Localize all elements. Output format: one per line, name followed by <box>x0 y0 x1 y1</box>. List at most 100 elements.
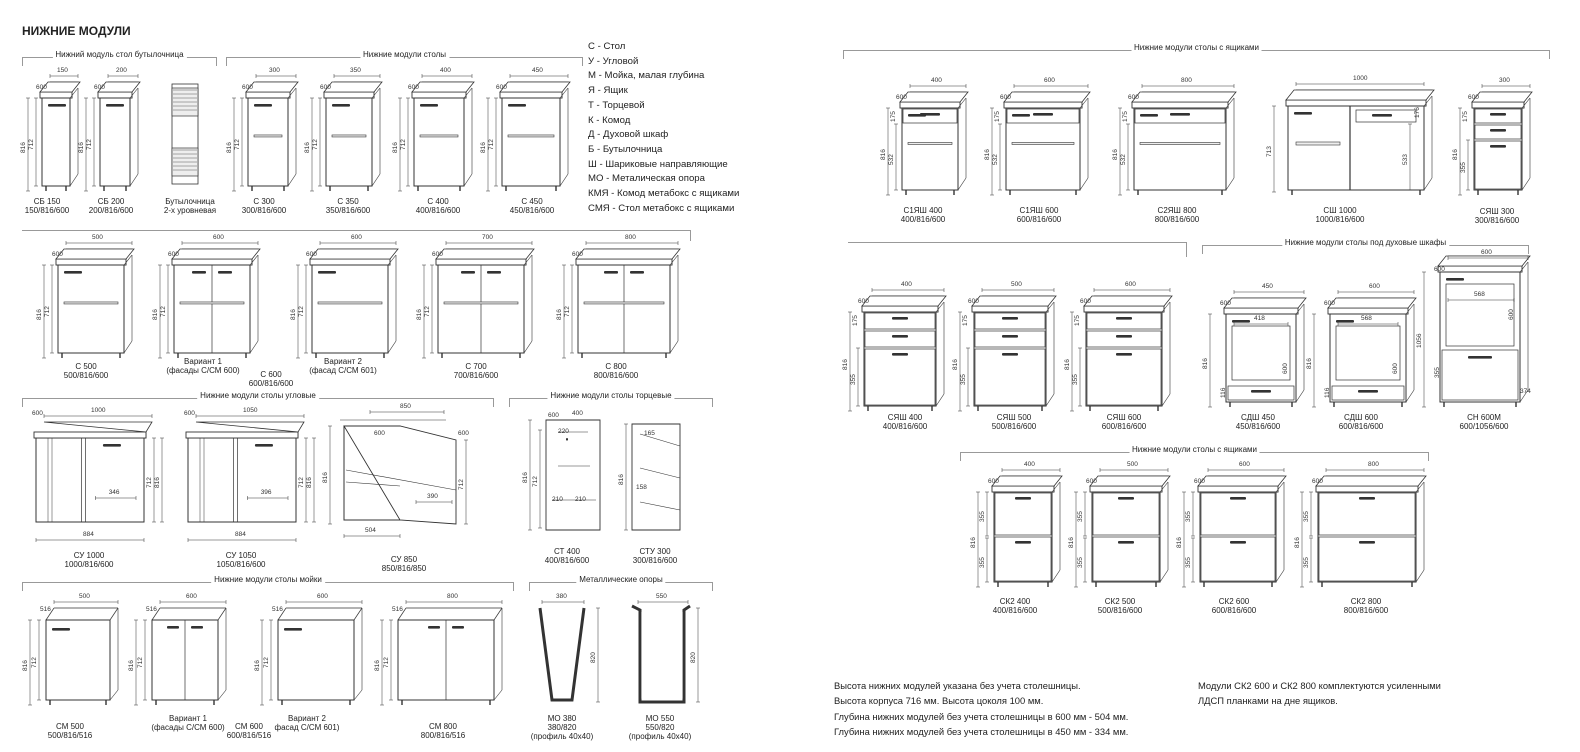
panel <box>247 97 289 187</box>
dimension-label: 175 <box>1462 111 1469 122</box>
panel <box>499 91 563 99</box>
dimension-label: 820 <box>690 652 697 663</box>
handle-icon <box>1230 497 1246 500</box>
dimension-label: 516 <box>146 606 157 613</box>
panel <box>1437 265 1523 273</box>
dimension-label: 355 <box>1434 367 1441 378</box>
panel <box>1133 107 1227 191</box>
panel <box>1231 325 1291 381</box>
handle-icon <box>1033 113 1053 116</box>
dimension-label: 532 <box>888 154 895 165</box>
legend-item: МО - Металическая опора <box>588 173 705 185</box>
panel <box>1474 124 1522 140</box>
dimension-label: 516 <box>392 606 403 613</box>
dimension-label: 500 <box>92 234 103 241</box>
dimension-label: 532 <box>1120 154 1127 165</box>
dimension-label: 600 <box>458 430 469 437</box>
panel <box>99 97 131 187</box>
dimension-label: 712 <box>564 306 571 317</box>
dimension-label: 600 <box>320 84 331 91</box>
handle-icon <box>1002 317 1018 320</box>
panel <box>973 311 1047 407</box>
dimension-label: 210 <box>552 496 563 503</box>
dimension-label: 116 <box>1220 387 1227 398</box>
page-title: НИЖНИЕ МОДУЛИ <box>22 24 131 38</box>
panel <box>1327 307 1409 315</box>
panel <box>309 258 391 266</box>
dimension-label: 600 <box>186 593 197 600</box>
dimension-label: 516 <box>40 606 51 613</box>
dimension-label: 816 <box>880 148 887 160</box>
handle-icon <box>452 626 464 629</box>
dimension-label: 600 <box>306 251 317 258</box>
panel <box>1355 109 1417 123</box>
panel <box>311 264 389 354</box>
line <box>1519 389 1529 403</box>
dimension-label: 712 <box>532 476 539 487</box>
countertop <box>309 248 399 260</box>
countertop <box>39 81 81 93</box>
line <box>249 254 259 266</box>
panel <box>1011 142 1075 145</box>
line <box>397 607 407 621</box>
dimension-label: 600 <box>1000 94 1011 101</box>
dimension-label: 175 <box>852 315 859 326</box>
legend-item: Ш - Шариковые направляющие <box>588 158 728 170</box>
handle-icon <box>420 104 438 107</box>
panel <box>245 91 291 99</box>
line <box>217 689 227 701</box>
countertop <box>1197 475 1287 487</box>
panel <box>253 134 283 138</box>
handle-icon <box>1116 335 1132 338</box>
dimension-label: 800 <box>1368 461 1379 468</box>
legend-item: СМЯ - Стол метабокс с ящиками <box>588 202 735 214</box>
panel <box>1131 101 1229 109</box>
dimension-label: 712 <box>137 657 144 668</box>
countertop <box>323 81 383 93</box>
dimension-label: 355 <box>1303 511 1310 522</box>
line <box>1275 481 1285 493</box>
panel <box>1200 536 1276 582</box>
legend-item: Б - Бутылочница <box>588 143 663 155</box>
line <box>669 254 679 266</box>
divider <box>22 230 691 241</box>
line <box>109 607 119 621</box>
handle-icon <box>1015 541 1031 544</box>
dimension-label: 712 <box>160 306 167 317</box>
panel <box>171 83 199 185</box>
legend-item: С - Стол <box>588 41 626 52</box>
line <box>957 177 967 191</box>
panel <box>1092 536 1160 582</box>
section-header: Нижние модули столы <box>226 50 583 66</box>
metal-leg-icon <box>545 611 579 697</box>
panel <box>413 97 465 187</box>
module-caption: Вариант 2(фасад С/СМ 601) <box>309 357 377 375</box>
line <box>1521 177 1531 191</box>
countertop <box>1003 91 1091 103</box>
handle-icon <box>1490 129 1506 132</box>
handle-icon <box>1170 113 1190 116</box>
module-caption: Вариант 1(фасады С/СМ 600) <box>166 357 240 375</box>
dimension-label: 600 <box>1508 309 1515 320</box>
dimension-label: 175 <box>1074 315 1081 326</box>
dimension-label: 210 <box>575 496 586 503</box>
line <box>523 340 533 354</box>
handle-icon <box>332 104 350 107</box>
dimension-label: 300 <box>1499 77 1510 84</box>
panel <box>317 301 383 305</box>
dimension-label: 355 <box>960 374 967 385</box>
dimension-label: 568 <box>1474 291 1485 298</box>
dimension-label: 600 <box>374 430 385 437</box>
countertop <box>1089 475 1171 487</box>
dimension-label: 450 <box>1262 283 1273 290</box>
